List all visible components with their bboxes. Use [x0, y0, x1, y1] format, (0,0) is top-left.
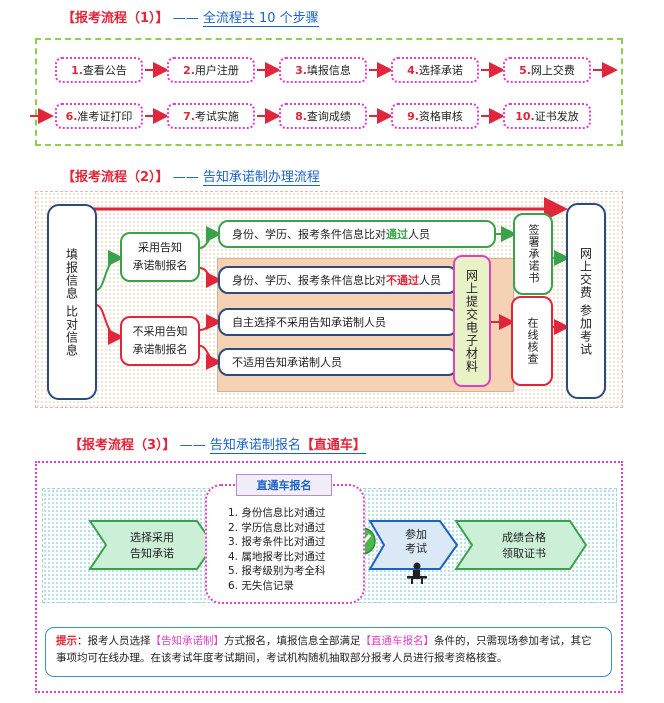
step-9: 9.资格审核: [391, 103, 479, 129]
step-3: 3.填报信息: [279, 57, 367, 83]
condition-item: 6. 无失信记录: [228, 579, 294, 592]
option-adopt-commitment: 采用告知 承诺制报名: [120, 232, 200, 282]
person-desk-icon: [407, 562, 427, 584]
condition-item: 2. 学历信息比对通过: [228, 521, 326, 534]
condition-item: 3. 报考条件比对通过: [228, 536, 326, 548]
express-condition-list: 1. 身份信息比对通过 2. 学历信息比对通过 3. 报考条件比对通过 4. 属…: [228, 506, 363, 593]
section1-title: 【报考流程（1）】 —— 全流程共 10 个步骤: [62, 11, 319, 27]
take-exam-step: 参加 考试: [405, 528, 427, 555]
step-8: 8.查询成绩: [279, 103, 367, 129]
step-4: 4.选择承诺: [391, 57, 479, 83]
row-compare-fail: 身份、学历、报考条件信息比对不通过人员: [218, 266, 458, 294]
online-verify-box: 在线核查: [511, 296, 553, 386]
condition-item: 4. 属地报考比对通过: [228, 550, 326, 563]
step-7: 7.考试实施: [167, 103, 255, 129]
tip-box: 提示：报考人员选择【告知承诺制】方式报名，填报信息全部满足【直通车报名】条件的，…: [45, 627, 612, 677]
step-2: 2.用户注册: [167, 57, 255, 83]
sign-commitment-box: 签署承诺书: [513, 213, 553, 295]
step-5: 5.网上交费: [503, 57, 591, 83]
step-10: 10.证书发放: [503, 103, 591, 129]
step-6: 6.准考证打印: [55, 103, 143, 129]
fill-compare-info-box: 填报信息 比对信息: [47, 204, 97, 400]
steps-frame: [35, 38, 623, 146]
get-certificate-step: 成绩合格 领取证书: [502, 531, 546, 560]
section3-title: 【报考流程（3）】 —— 告知承诺制报名【直通车】: [69, 438, 366, 454]
condition-item: 5. 报考级别为考全科: [228, 565, 326, 577]
upload-materials-box: 网上提交电子材料: [453, 255, 491, 387]
choose-commitment-step: 选择采用 告知承诺: [130, 531, 174, 560]
pay-and-exam-box: 网上交费 参加考试: [566, 203, 606, 399]
express-banner: 直通车报名: [236, 474, 332, 496]
express-frame: [35, 461, 623, 693]
row-self-opt-out: 自主选择不采用告知承诺制人员: [218, 308, 458, 336]
step-1: 1.查看公告: [55, 57, 143, 83]
condition-item: 1. 身份信息比对通过: [228, 507, 326, 519]
option-no-commitment: 不采用告知 承诺制报名: [120, 316, 200, 366]
section2-title: 【报考流程（2）】 —— 告知承诺制办理流程: [62, 170, 320, 186]
row-not-applicable: 不适用告知承诺制人员: [218, 348, 458, 376]
row-compare-pass: 身份、学历、报考条件信息比对通过人员: [218, 220, 496, 248]
